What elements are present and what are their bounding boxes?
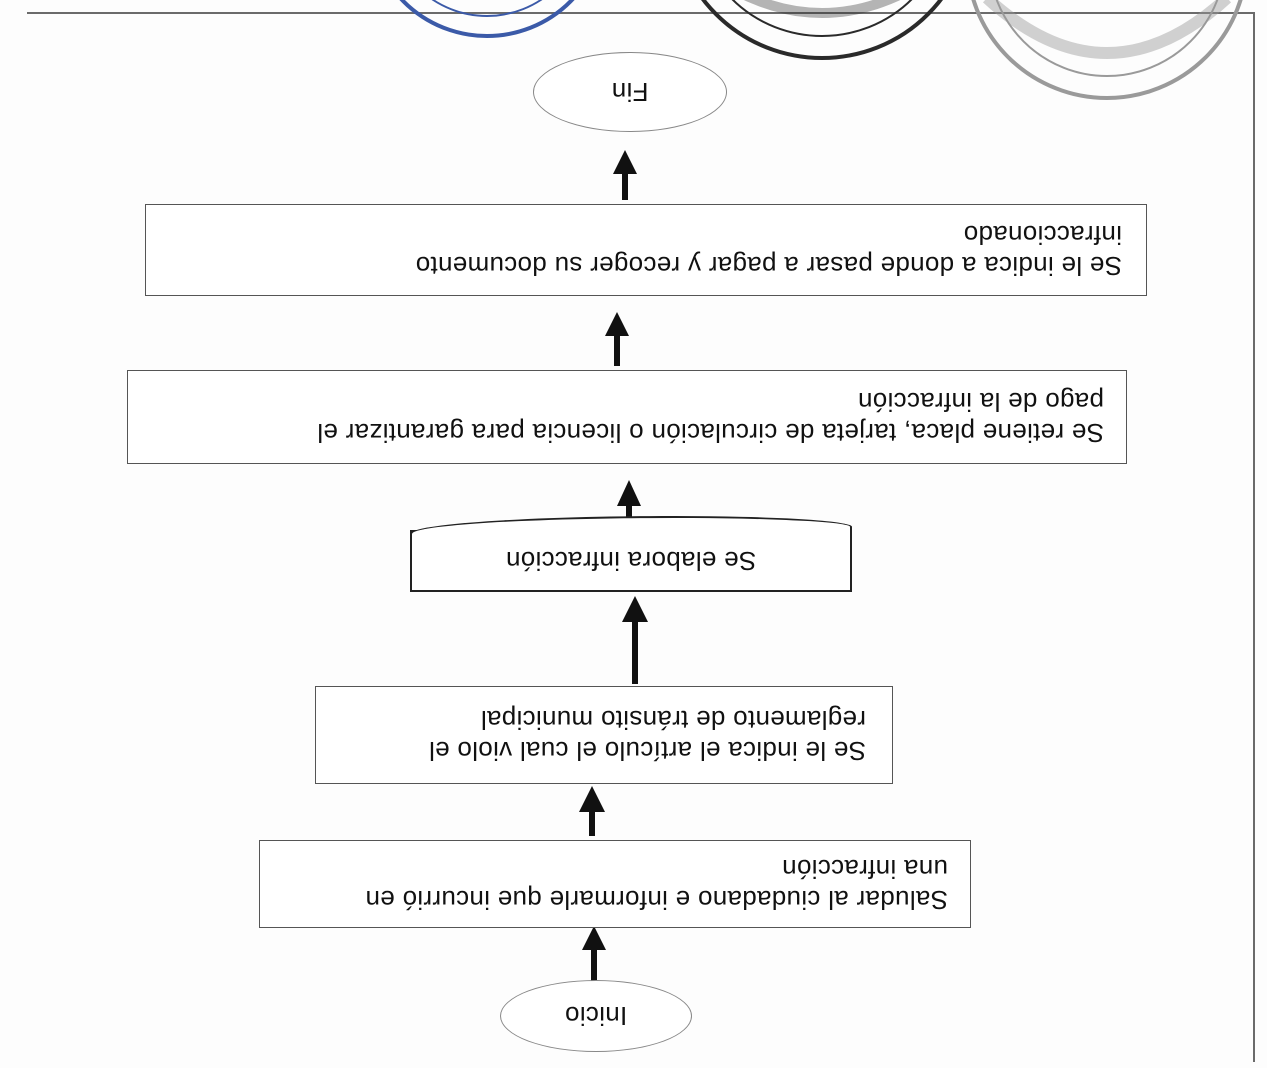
process-step-greet-citizen: Saludar al ciudadano e informarle que in… — [259, 840, 971, 928]
process-step-indicate-article: Se le indica el artículo el cual violo e… — [315, 686, 893, 784]
process-step-greet-citizen-label: Saludar al ciudadano e informarle que in… — [365, 854, 948, 915]
official-seal-stamp-left — [367, 0, 607, 38]
process-step-payment-instructions: Se le indica a donde pasar a pagar y rec… — [145, 204, 1147, 296]
document-step-write-infraction: Se elabora infracción — [410, 530, 852, 592]
start-node-label: Inicio — [564, 1001, 628, 1032]
process-step-retain-document: Se retiene placa, tarjeta de circulación… — [127, 370, 1127, 464]
official-seal-stamp-middle — [670, 0, 974, 60]
end-node-label: Fin — [611, 77, 649, 108]
end-node: Fin — [533, 52, 727, 132]
official-seal-stamp-right — [965, 0, 1249, 100]
process-step-retain-document-label: Se retiene placa, tarjeta de circulación… — [317, 387, 1104, 448]
document-step-write-infraction-label: Se elabora infracción — [505, 546, 757, 577]
process-step-payment-instructions-label: Se le indica a donde pasar a pagar y rec… — [415, 220, 1122, 281]
process-step-indicate-article-label: Se le indica el artículo el cual violo e… — [428, 705, 866, 766]
start-node: Inicio — [500, 980, 692, 1052]
